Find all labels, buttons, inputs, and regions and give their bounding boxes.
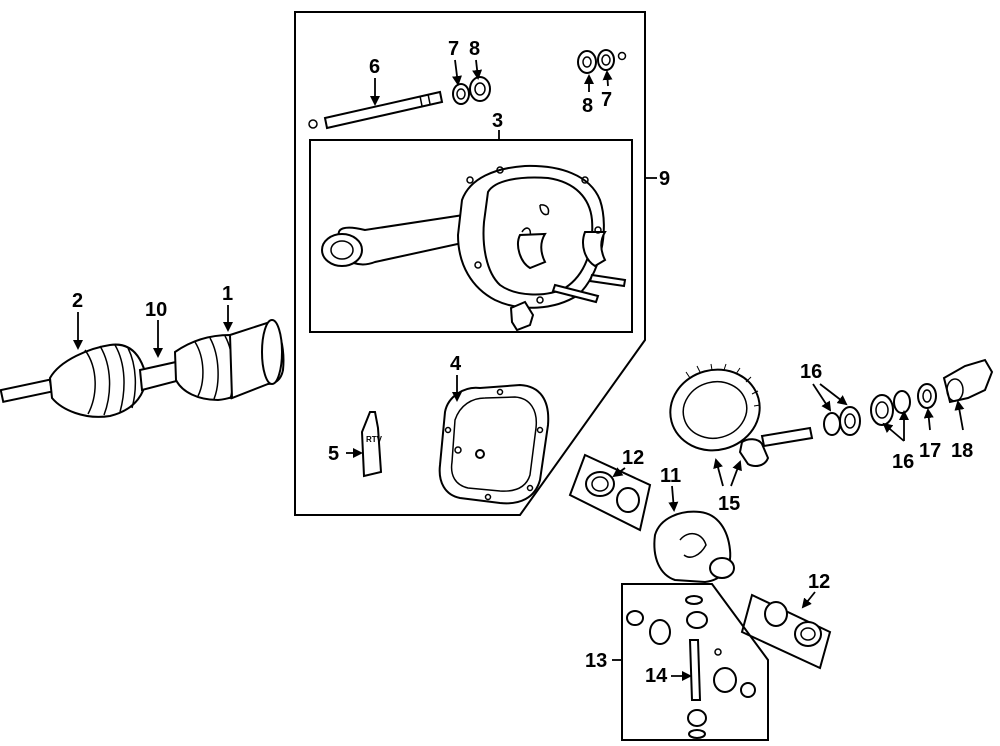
- callout-13: 13: [585, 650, 607, 672]
- seal-7-right: [597, 49, 627, 71]
- callout-16-bottom: 16: [892, 451, 914, 473]
- bearing-kit-frame-12-right: [740, 593, 832, 670]
- differential-cover-4: [438, 383, 550, 505]
- callout-16-top: 16: [800, 361, 822, 383]
- callout-15: 15: [718, 493, 740, 515]
- callout-4: 4: [450, 353, 462, 375]
- callout-14: 14: [645, 665, 668, 687]
- callout-10: 10: [145, 299, 167, 321]
- bearing-kit-frame-12-left: [568, 453, 652, 532]
- tube-marking: RTV: [366, 435, 383, 444]
- callout-5: 5: [328, 443, 339, 465]
- pinion-seal-17: [917, 383, 937, 409]
- callout-2: 2: [72, 290, 83, 312]
- spider-gear-kit-13: [626, 595, 756, 739]
- callout-11: 11: [660, 465, 681, 487]
- callout-8-right: 8: [582, 95, 593, 117]
- axle-shaft-assembly: [0, 319, 285, 418]
- callout-6: 6: [369, 56, 380, 78]
- callout-12-left: 12: [622, 447, 644, 469]
- carrier-bearing-12-left: [585, 471, 640, 513]
- callout-8-left: 8: [469, 38, 480, 60]
- callout-7-left: 7: [448, 38, 459, 60]
- drive-yoke-18: [942, 358, 994, 404]
- leader-lines: [73, 59, 965, 681]
- callout-7-right: 7: [601, 89, 612, 111]
- callout-17: 17: [919, 440, 941, 462]
- gear-kit-frame-13: [621, 583, 769, 741]
- seal-7-left: [452, 83, 470, 105]
- callout-9: 9: [659, 168, 670, 190]
- cross-shaft-14: [688, 639, 702, 701]
- pinion-bearing-16a: [823, 406, 861, 436]
- bearing-8-right: [577, 50, 597, 74]
- ring-and-pinion-15: [669, 363, 814, 467]
- axle-housing-3: [321, 164, 627, 332]
- bearing-8-left: [469, 76, 491, 102]
- sealant-tube-5: RTV: [360, 411, 383, 478]
- kit-frame-9: [294, 11, 646, 516]
- callout-labels: 1 2 3 4 5 6 7 8 8 7 9 10 11 12 12 13 14 …: [72, 38, 973, 687]
- housing-frame-3: [309, 139, 633, 333]
- differential-case-11: [653, 510, 735, 584]
- callout-1: 1: [222, 283, 233, 305]
- callout-3: 3: [492, 110, 503, 132]
- pinion-shaft-6: [308, 90, 444, 130]
- carrier-bearing-12-right: [764, 601, 822, 647]
- callout-12-right: 12: [808, 571, 830, 593]
- callout-18: 18: [951, 440, 973, 462]
